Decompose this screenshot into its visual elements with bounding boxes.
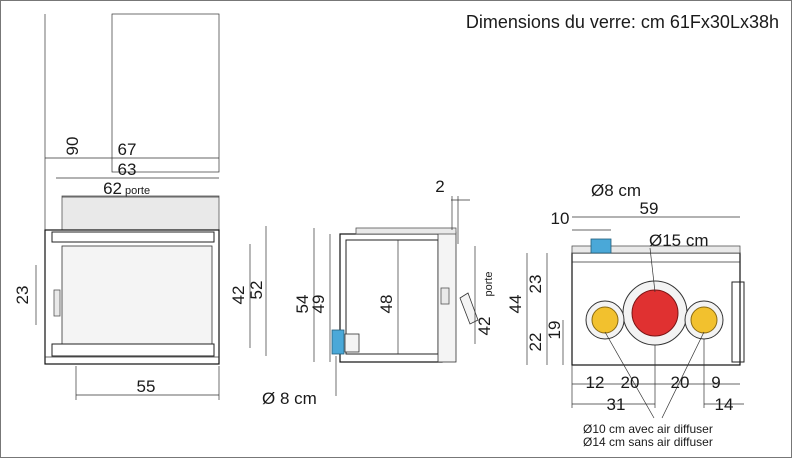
dim-flue-height: 90 xyxy=(63,137,82,156)
front-glass-door xyxy=(61,245,213,345)
dim-height-inner: 49 xyxy=(309,295,328,314)
front-hood-top xyxy=(61,195,220,231)
front-door-label: porte xyxy=(125,185,150,197)
front-base xyxy=(51,343,215,357)
dim-left-span: 31 xyxy=(607,395,626,414)
side-air-inlet xyxy=(331,329,345,355)
dim-rear-lower: 22 xyxy=(526,333,545,352)
dim-body-height: 48 xyxy=(377,295,396,314)
glass-dimensions-title: Dimensions du verre: cm 61Fx30Lx38h xyxy=(466,12,779,32)
front-flue xyxy=(111,13,220,173)
dim-spacing-right: 20 xyxy=(671,373,690,392)
dim-width-outer: 67 xyxy=(118,140,137,159)
rear-inlet-diameter: Ø8 cm xyxy=(591,181,641,200)
dim-spacing-left: 20 xyxy=(621,373,640,392)
leader-flue xyxy=(649,247,656,293)
dim-inlet-offset: 10 xyxy=(551,209,570,228)
right-hot-air-outlet xyxy=(690,306,718,334)
leader-left-outlet xyxy=(604,331,655,419)
rear-top-plate xyxy=(571,245,741,254)
front-top-trim xyxy=(51,231,215,243)
dim-rear-height: 44 xyxy=(506,295,525,314)
side-top-plate xyxy=(355,227,457,235)
dim-rear-upper: 23 xyxy=(526,275,545,294)
rear-air-inlet xyxy=(590,238,612,254)
dim-right-span: 14 xyxy=(715,395,734,414)
front-view: 90 67 63 62 porte 23 42 52 55 xyxy=(13,13,267,400)
side-inlet-diameter: Ø 8 cm xyxy=(262,389,317,408)
front-handle xyxy=(53,289,61,317)
dim-outlet-height: 19 xyxy=(545,321,564,340)
dim-offset-12: 12 xyxy=(586,373,605,392)
left-hot-air-outlet xyxy=(591,306,619,334)
dim-left-height: 23 xyxy=(13,286,32,305)
dim-height-outer: 54 xyxy=(293,295,312,314)
dim-door-height: 42 xyxy=(475,317,494,336)
side-door-label: porte xyxy=(483,271,495,296)
note-without-diffuser: Ø14 cm sans air diffuser xyxy=(583,435,713,449)
side-vent xyxy=(344,333,360,353)
flue-diameter: Ø15 cm xyxy=(649,231,709,250)
side-door-handle xyxy=(459,292,479,325)
note-with-diffuser: Ø10 cm avec air diffuser xyxy=(583,422,713,436)
dim-top-width: 59 xyxy=(640,199,659,218)
dim-offset-9: 9 xyxy=(711,373,720,392)
dim-total-height: 52 xyxy=(247,281,266,300)
rear-view: Ø8 cm 10 59 Ø15 cm 44 23 22 19 12 20 20 … xyxy=(506,181,745,449)
side-hinge xyxy=(440,287,450,305)
dim-glass-height: 42 xyxy=(229,286,248,305)
flue-outlet xyxy=(631,289,679,337)
rear-right-frame xyxy=(731,281,745,363)
side-view: 2 54 49 48 42 porte Ø 8 cm xyxy=(262,177,495,408)
dim-bottom-width: 55 xyxy=(137,377,156,396)
dim-width-inner: 63 xyxy=(118,160,137,179)
dim-top-offset: 2 xyxy=(435,177,444,196)
leader-right-outlet xyxy=(661,331,705,419)
dim-door-width: 62 xyxy=(103,179,122,198)
